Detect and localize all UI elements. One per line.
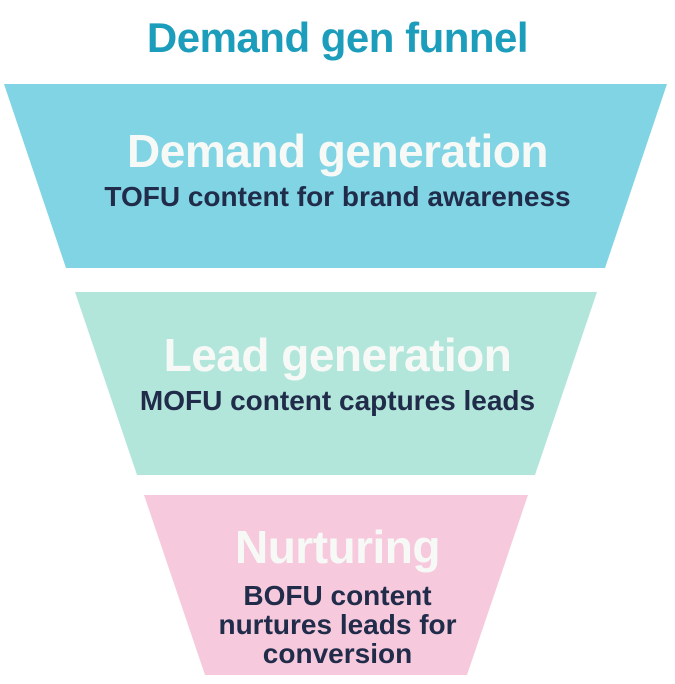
funnel-stage-middle-shape (75, 292, 597, 475)
demand-generation-subheading: TOFU content for brand awareness (104, 181, 571, 212)
funnel-stage-bottom-shape (144, 495, 528, 675)
nurturing-subheading: BOFU content nurtures leads for conversi… (218, 580, 457, 669)
funnel-stage-top-text: Demand generation TOFU content for brand… (0, 126, 675, 211)
funnel-stage-middle-text: Lead generation MOFU content captures le… (0, 330, 675, 415)
funnel-stage-bottom-text: Nurturing BOFU content nurtures leads fo… (0, 522, 675, 668)
demand-generation-heading: Demand generation (127, 125, 548, 177)
nurturing-heading: Nurturing (234, 521, 441, 573)
lead-generation-subheading: MOFU content captures leads (139, 385, 536, 416)
lead-generation-heading: Lead generation (163, 329, 512, 381)
funnel-stage-top-shape (4, 84, 667, 268)
page-title: Demand gen funnel (146, 14, 529, 61)
